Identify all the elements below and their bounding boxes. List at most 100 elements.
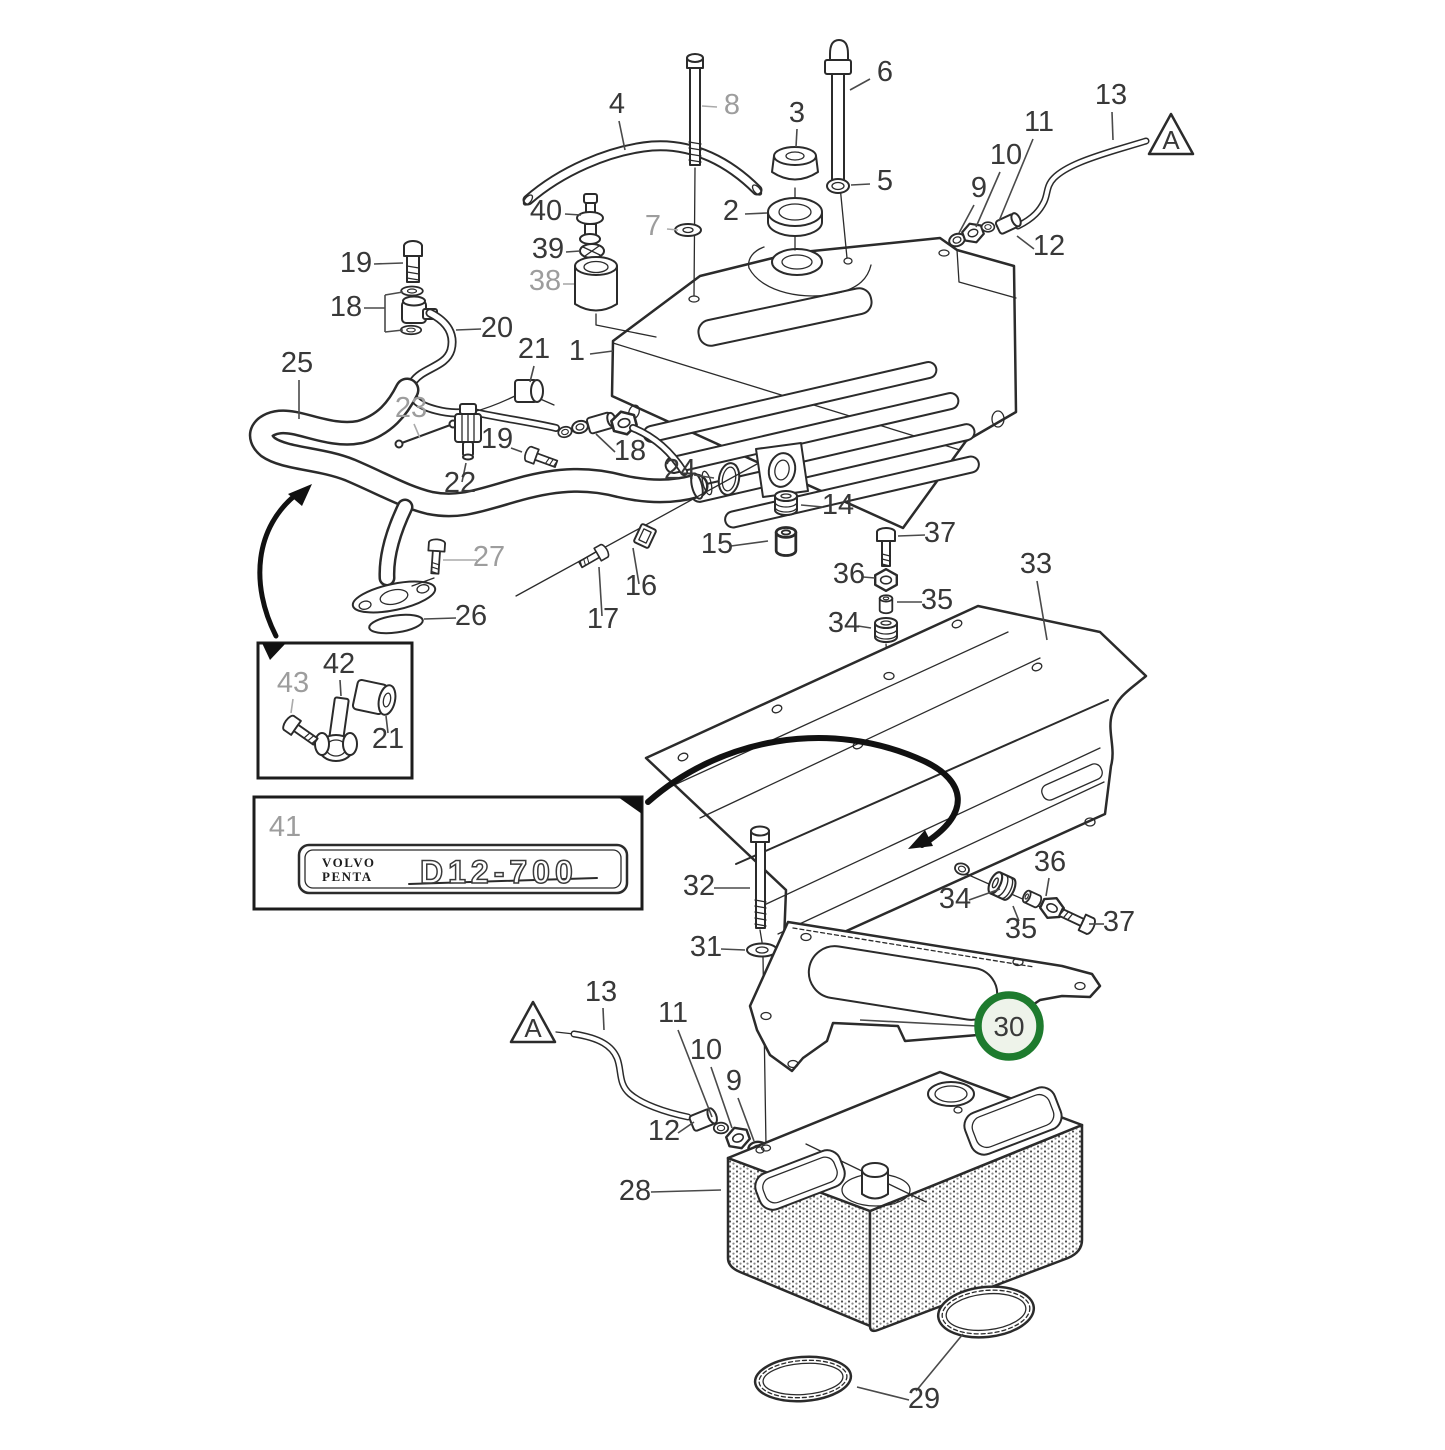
svg-text:13: 13 <box>1095 79 1127 111</box>
part-callout-14: 14 <box>800 489 854 521</box>
part-callout-33: 33 <box>1020 548 1052 641</box>
part-callout-5: 5 <box>850 165 893 197</box>
svg-text:20: 20 <box>481 312 513 344</box>
svg-text:38: 38 <box>529 265 561 297</box>
part-callout-27: 27 <box>443 541 505 573</box>
part-callout-13: 13 <box>1095 79 1127 141</box>
svg-text:42: 42 <box>323 648 355 680</box>
svg-text:12: 12 <box>1033 230 1065 262</box>
svg-text:6: 6 <box>877 56 893 88</box>
overflow-pipe-with-clamp <box>515 463 758 597</box>
fittings-9-10-11-12-top <box>946 212 1022 250</box>
vent-hose-part-13-top <box>1014 137 1150 230</box>
grommet-part-14 <box>774 490 798 516</box>
banjo-bolt-part-19-upper <box>400 240 424 297</box>
snap-ring-part-5 <box>826 178 850 194</box>
svg-text:26: 26 <box>455 600 487 632</box>
part-callout-10: 10 <box>975 139 1022 228</box>
filler-hose-part-4 <box>522 140 763 206</box>
part-callout-6: 6 <box>849 56 893 91</box>
bolt-part-32 <box>750 825 770 943</box>
heat-shield-cover-part-33 <box>644 604 1148 956</box>
part-callout-17: 17 <box>587 566 619 635</box>
svg-text:37: 37 <box>1103 906 1135 938</box>
part-callout-21: 21 <box>372 715 404 755</box>
view-marker-layer: AA <box>509 112 1195 1044</box>
part-callout-37: 37 <box>897 517 956 549</box>
svg-text:4: 4 <box>609 88 625 120</box>
part-callout-29: 29 <box>856 1333 964 1415</box>
svg-text:18: 18 <box>614 435 646 467</box>
part-callout-30[interactable]: 30 <box>859 991 1044 1061</box>
svg-text:A: A <box>524 1013 542 1043</box>
oil-cooler-part-28 <box>726 1070 1084 1333</box>
part-callout-24: 24 <box>664 454 715 486</box>
valve-part-40 <box>576 193 604 245</box>
seal-part-39 <box>579 243 605 259</box>
svg-text:21: 21 <box>518 333 550 365</box>
bolt-part-27 <box>411 537 447 587</box>
washer-part-7 <box>674 223 702 237</box>
svg-text:16: 16 <box>625 570 657 602</box>
svg-text:19: 19 <box>481 423 513 455</box>
svg-text:37: 37 <box>924 517 956 549</box>
part-callout-2: 2 <box>723 195 768 227</box>
sensor-part-22 <box>454 403 482 461</box>
badge-model: D12-700 <box>420 854 578 890</box>
svg-text:32: 32 <box>683 870 715 902</box>
part-callout-31: 31 <box>690 931 746 963</box>
part-callout-36: 36 <box>833 558 876 590</box>
bushing-part-21-inset <box>351 678 397 716</box>
part-callout-42: 42 <box>323 648 355 697</box>
fittings-part-18-lower <box>556 407 688 476</box>
svg-text:A: A <box>1162 125 1180 155</box>
svg-text:1: 1 <box>569 335 585 367</box>
bolt-stack-lower-34-35-36-37 <box>952 860 1099 937</box>
part-callout-12: 12 <box>1016 230 1065 262</box>
clamp-part-16 <box>633 523 657 549</box>
part-callout-34: 34 <box>828 607 872 639</box>
svg-text:34: 34 <box>939 883 971 915</box>
cup-part-38 <box>574 256 657 338</box>
view-marker-A-1: A <box>509 1000 557 1044</box>
part-callout-3: 3 <box>789 97 805 148</box>
part-callout-21: 21 <box>518 333 550 383</box>
part-callout-13: 13 <box>585 976 617 1031</box>
svg-text:14: 14 <box>822 489 854 521</box>
svg-text:25: 25 <box>281 347 313 379</box>
svg-text:24: 24 <box>664 454 696 486</box>
svg-text:13: 13 <box>585 976 617 1008</box>
clamp-part-42 <box>314 696 358 762</box>
svg-text:35: 35 <box>1005 913 1037 945</box>
svg-text:27: 27 <box>473 541 505 573</box>
part-callout-1: 1 <box>569 335 614 367</box>
part-callout-4: 4 <box>609 88 626 151</box>
clamp-kit-inset-box <box>256 641 414 780</box>
svg-text:18: 18 <box>330 291 362 323</box>
drain-pipe-and-flange-part-26 <box>351 498 437 635</box>
svg-text:36: 36 <box>833 558 865 590</box>
o-rings-part-29 <box>753 1285 1036 1403</box>
part-callout-19: 19 <box>481 423 523 455</box>
svg-text:15: 15 <box>701 528 733 560</box>
highlight-ring[interactable] <box>974 991 1044 1061</box>
part-callout-20: 20 <box>455 312 513 344</box>
part-callout-15: 15 <box>701 528 769 560</box>
part-callout-7: 7 <box>645 210 679 242</box>
svg-text:3: 3 <box>789 97 805 129</box>
svg-text:36: 36 <box>1034 846 1066 878</box>
vent-hose-part-13-bottom <box>555 1030 692 1121</box>
part-callout-19: 19 <box>340 247 404 279</box>
part-callout-11: 11 <box>658 997 713 1118</box>
svg-text:8: 8 <box>724 89 740 121</box>
svg-text:11: 11 <box>658 997 688 1029</box>
part-callout-25: 25 <box>281 347 313 419</box>
svg-text:23: 23 <box>395 392 427 424</box>
part-callout-40: 40 <box>530 195 582 227</box>
bushing-part-21-mid <box>514 379 555 406</box>
part-callout-32: 32 <box>683 870 750 902</box>
svg-text:21: 21 <box>372 723 404 755</box>
